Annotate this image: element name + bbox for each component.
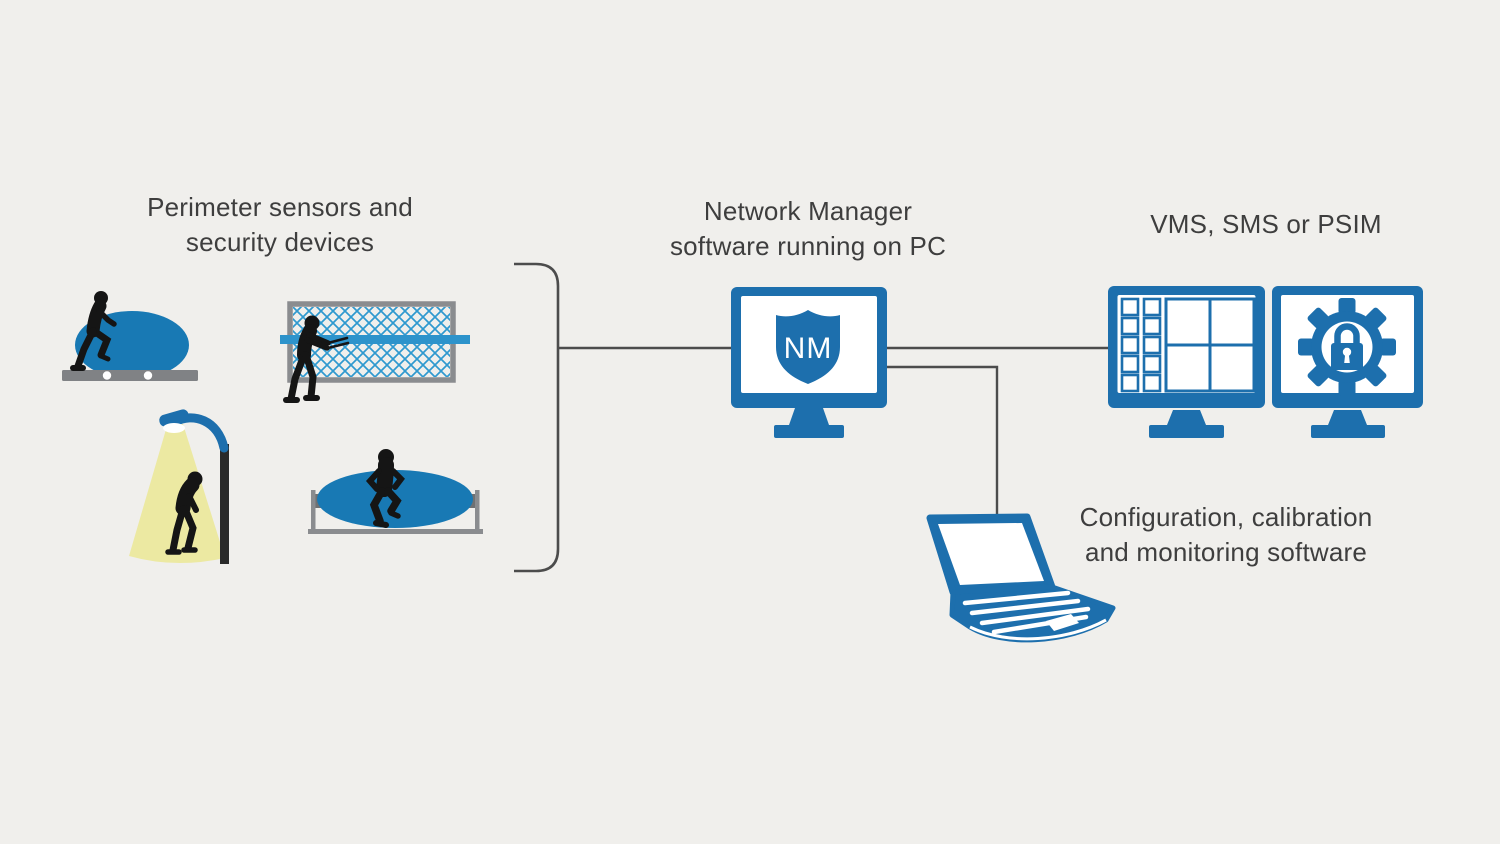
laptop-front-edge (969, 618, 1107, 641)
fence-sensor-intruder-icon (280, 301, 470, 403)
lamp-glow (163, 423, 185, 433)
light-pole (220, 444, 229, 564)
config-title-line2: and monitoring software (1084, 537, 1368, 567)
barrier-post-left (311, 490, 316, 529)
perimeter-title-line2: security devices (185, 227, 375, 257)
network-manager-monitor: NM (731, 287, 887, 438)
climbing-person-silhouette (70, 291, 117, 371)
buried-sensor-intruder-icon (62, 291, 198, 381)
sensor-group-bracket (514, 262, 560, 573)
cable-node-dot (102, 371, 112, 380)
vms-title-line1: VMS, SMS or PSIM (1150, 209, 1382, 239)
detection-field-ellipse (75, 311, 189, 379)
walking-person-silhouette (165, 471, 203, 555)
ground-line (308, 529, 483, 534)
config-title-line1: Configuration, calibration (1079, 502, 1373, 532)
monitor-stand (1167, 410, 1206, 425)
monitor-stand (1328, 410, 1367, 425)
barrier-post-right (475, 490, 480, 529)
vms-title: VMS, SMS or PSIM (1106, 207, 1426, 242)
perimeter-title: Perimeter sensors and security devices (105, 190, 455, 260)
cutting-person-silhouette (283, 315, 350, 403)
psim-monitor (1272, 286, 1423, 438)
config-laptop-icon (926, 513, 1116, 643)
vms-monitor (1108, 286, 1265, 438)
quad-view-icon (1164, 297, 1256, 393)
laptop-screen (938, 523, 1044, 585)
street-light-icon (129, 409, 229, 564)
monitor-base (774, 425, 844, 438)
monitor-base (1311, 425, 1385, 438)
lamp-head (159, 409, 189, 427)
monitor-stand (789, 408, 829, 425)
cable-node-dot (143, 371, 153, 380)
gear-lock-icon (1298, 298, 1396, 396)
nm-shield-icon (776, 310, 840, 384)
nm-shield-label: NM (784, 332, 833, 365)
running-person-silhouette (365, 449, 405, 528)
network-manager-title: Network Manager software running on PC (648, 194, 968, 264)
lock-icon (1331, 323, 1363, 370)
connector-nm-to-laptop (885, 365, 999, 516)
microwave-barrier-icon (308, 449, 483, 534)
config-title: Configuration, calibration and monitorin… (1056, 500, 1396, 570)
buried-cable-bar (62, 370, 198, 381)
monitor-base (1149, 425, 1224, 438)
perimeter-title-line1: Perimeter sensors and (147, 192, 413, 222)
trackpad (1046, 614, 1079, 631)
sensor-cable-bar (280, 335, 470, 344)
network-title-line1: Network Manager (703, 196, 913, 226)
light-cone (129, 424, 225, 564)
network-title-line2: software running on PC (669, 231, 947, 261)
video-thumbnail-grid-icon (1120, 297, 1162, 393)
